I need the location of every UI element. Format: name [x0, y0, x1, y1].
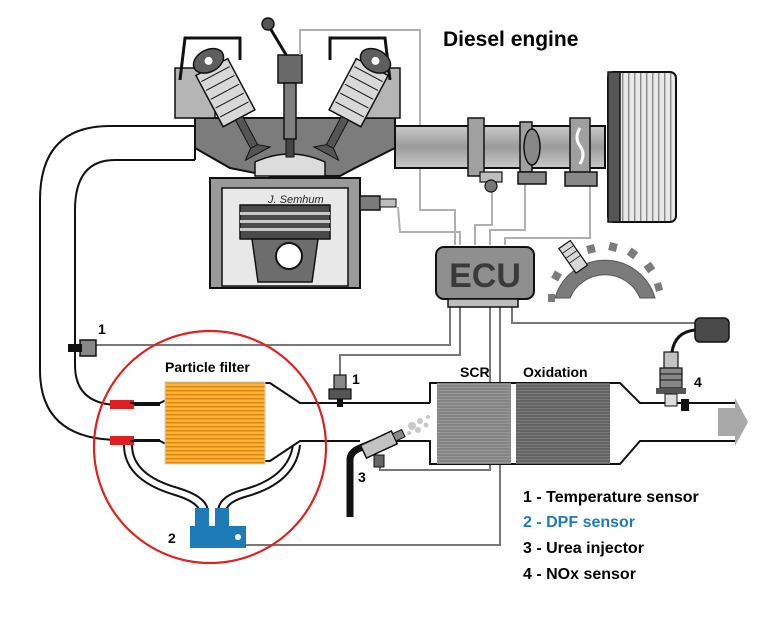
engine-bolt — [359, 195, 381, 211]
piston — [239, 204, 331, 283]
dpf-sensor — [190, 508, 246, 548]
legend-item-temperature-sensor: 1 - Temperature sensor — [523, 489, 699, 506]
callout-urea-injector: 3 — [358, 469, 366, 485]
crank-sensor — [557, 239, 589, 274]
callout-dpf-sensor: 2 — [168, 530, 176, 546]
egr-hose — [39, 125, 195, 441]
dpf-highlight-circle — [92, 329, 328, 565]
engine: J. Semhum — [174, 17, 401, 289]
legend-item-nox-sensor: 4 - NOx sensor — [523, 566, 636, 583]
intake-pipe — [394, 71, 677, 223]
exhaust-outlet-arrow — [718, 398, 748, 446]
nox-sensor — [656, 317, 730, 411]
urea-injector — [346, 415, 430, 517]
temperature-sensor-lower — [328, 374, 352, 407]
callout-nox-sensor: 4 — [694, 374, 702, 390]
dpf-pressure-lines — [123, 444, 301, 513]
scr-label: SCR — [460, 364, 490, 380]
crank-gear — [548, 239, 664, 302]
callout-temp-sensor-lower: 1 — [352, 371, 360, 387]
hot-gas-marker-lower — [110, 436, 134, 445]
engine-signature: J. Semhum — [267, 194, 324, 206]
diagram-title: Diesel engine — [443, 28, 578, 51]
air-filter — [607, 71, 677, 223]
legend-item-urea-injector: 3 - Urea injector — [523, 540, 644, 557]
callout-temp-sensor-upper: 1 — [98, 321, 106, 337]
fuel-injector — [261, 17, 303, 158]
scr-core — [437, 383, 511, 464]
ecu-label: ECU — [449, 257, 521, 295]
oxidation-label: Oxidation — [523, 364, 588, 380]
hot-gas-marker-upper — [110, 400, 134, 409]
exhaust-valve — [312, 47, 392, 162]
ecu-wiring — [299, 29, 591, 245]
legend: 1 - Temperature sensor 2 - DPF sensor 3 … — [523, 489, 699, 583]
temperature-sensor-upper — [68, 339, 97, 357]
particle-filter-core — [164, 381, 266, 465]
legend-item-dpf-sensor: 2 - DPF sensor — [523, 514, 635, 531]
ecu-unit: ECU — [435, 246, 535, 308]
urea-spray — [407, 415, 430, 435]
intake-rocker — [178, 36, 242, 81]
particle-filter-label: Particle filter — [165, 359, 250, 375]
oxidation-core — [516, 383, 610, 464]
intake-valve — [192, 47, 272, 162]
